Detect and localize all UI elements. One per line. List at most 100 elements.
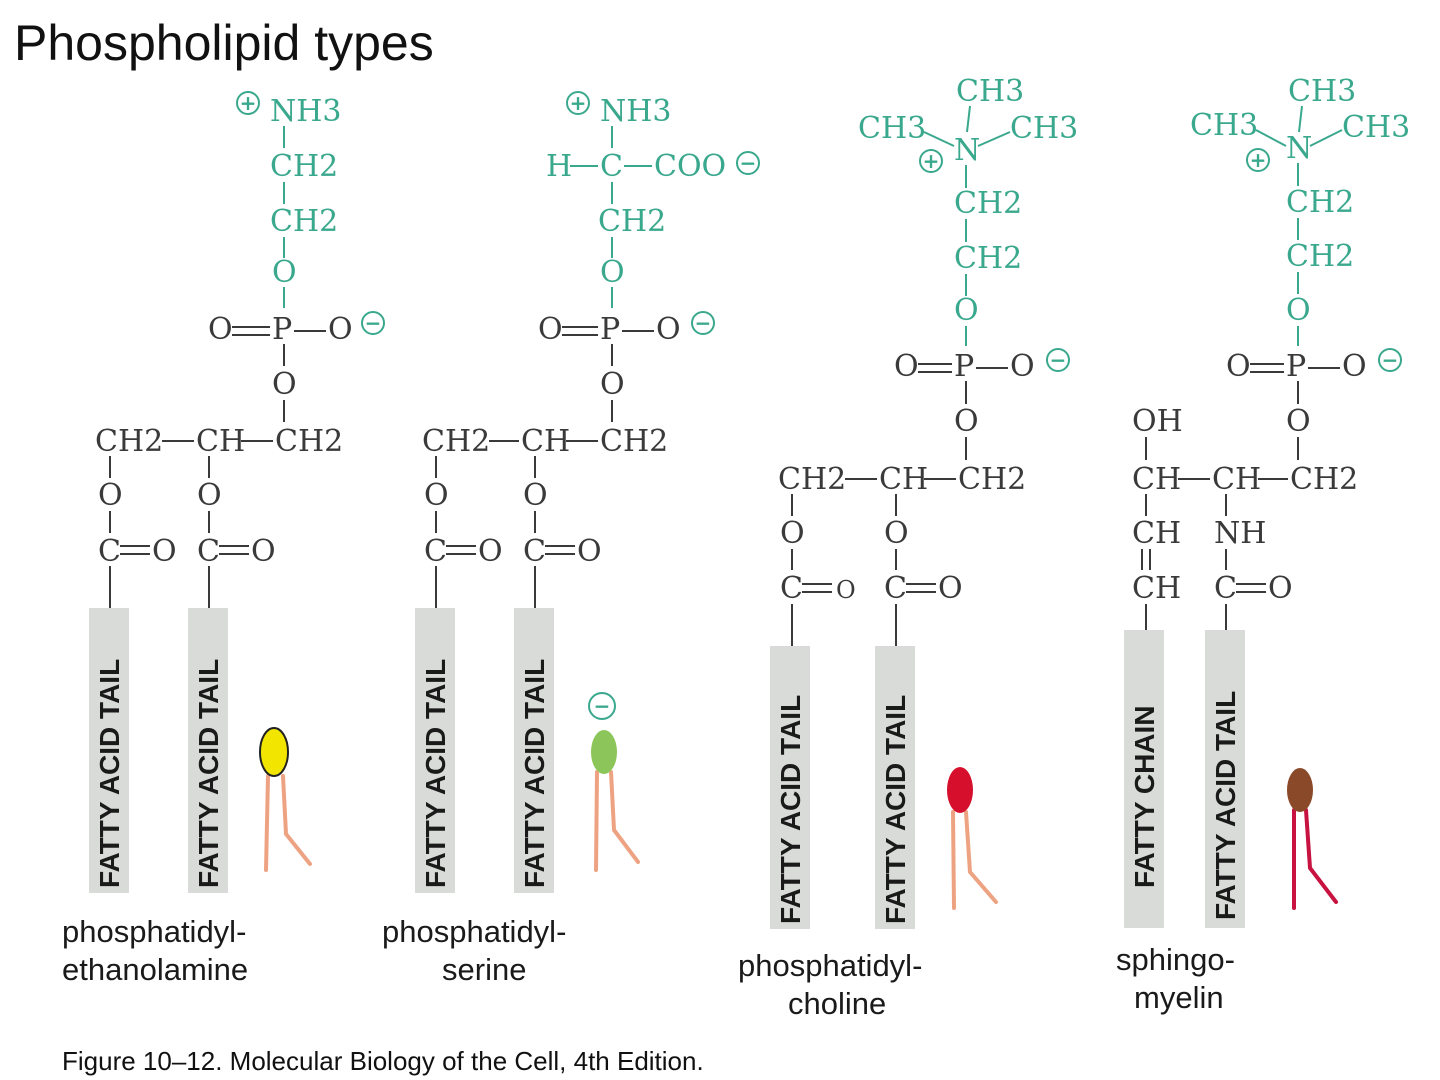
svg-text:O: O: [1286, 293, 1311, 328]
svg-text:CH2: CH2: [598, 204, 666, 239]
pe-tail-label-2: FATTY ACID TAIL: [193, 659, 224, 888]
pe-label-line-2: ethanolamine: [62, 952, 248, 987]
svg-text:O: O: [523, 478, 548, 513]
svg-text:CH: CH: [521, 424, 570, 459]
svg-text:CH2: CH2: [422, 424, 490, 459]
sm-head-group: CH3 CH3 N CH3 + CH2 CH2 O −: [1190, 74, 1410, 372]
svg-text:CH: CH: [1132, 516, 1181, 551]
svg-text:NH: NH: [1214, 516, 1266, 551]
pc-lipid-icon: [947, 767, 998, 910]
pe-tail-box-1: [89, 608, 129, 893]
figure-caption: Figure 10–12. Molecular Biology of the C…: [62, 1046, 704, 1076]
svg-text:CH2: CH2: [778, 462, 846, 497]
svg-text:CH3: CH3: [1342, 110, 1410, 145]
svg-text:P: P: [1286, 349, 1306, 384]
ps-lipid-icon: −: [588, 692, 640, 872]
svg-text:O: O: [780, 516, 805, 551]
diagram-title: Phospholipid types: [14, 15, 434, 71]
sm-chain-box: [1124, 630, 1164, 928]
svg-text:+: +: [1250, 148, 1267, 172]
pc-tail-label-1: FATTY ACID TAIL: [775, 695, 806, 924]
pe-phosphate-charge-icon: [361, 311, 385, 335]
pe-head-group: + NH3 CH2 CH2 O −: [236, 91, 385, 335]
svg-text:P: P: [954, 349, 974, 384]
pc-head-group: CH3 CH3 N CH3 + CH2 CH2 O −: [858, 74, 1078, 372]
svg-text:O: O: [884, 516, 909, 551]
svg-text:O: O: [600, 367, 625, 402]
svg-text:CH2: CH2: [1286, 185, 1354, 220]
sm-label-line-2: myelin: [1134, 980, 1224, 1015]
svg-text:O: O: [836, 576, 856, 604]
pe-o-link: O: [272, 255, 297, 290]
pe-nh3: NH3: [270, 94, 342, 129]
svg-text:O: O: [577, 534, 602, 569]
molecule-phosphatidylcholine: CH3 CH3 N CH3 + CH2 CH2 O − O P O: [738, 74, 1078, 1021]
svg-text:O: O: [98, 478, 123, 513]
svg-text:O: O: [1286, 404, 1311, 439]
svg-text:CH: CH: [879, 462, 928, 497]
svg-text:CH: CH: [1212, 462, 1261, 497]
ps-backbone: O P O O CH2 CH CH2 O O C O C: [422, 312, 681, 608]
pe-ch2-b: CH2: [270, 204, 338, 239]
svg-text:O: O: [600, 255, 625, 290]
pe-positive-charge-sign: +: [240, 91, 257, 115]
svg-text:CH2: CH2: [958, 462, 1026, 497]
sm-backbone: O P O O OH CH CH CH2 CH NH CH C: [1132, 349, 1367, 630]
ps-tail-label-2: FATTY ACID TAIL: [519, 659, 550, 888]
svg-text:−: −: [695, 311, 712, 335]
svg-text:CH: CH: [196, 424, 245, 459]
svg-text:−: −: [1382, 348, 1399, 372]
ps-icon-charge-icon: [588, 692, 616, 720]
pe-positive-charge-icon: [236, 91, 260, 115]
pc-tail-box-2: [875, 646, 915, 929]
ps-positive-charge-icon: [566, 91, 590, 115]
svg-text:O: O: [424, 478, 449, 513]
pc-head-icon: [947, 767, 973, 813]
ps-carboxyl-charge-icon: [736, 151, 760, 175]
pe-tail-box-2: [188, 608, 228, 893]
molecule-phosphatidylserine: + NH3 H C COO − CH2 O − O P O O: [382, 91, 760, 987]
pc-nitrogen: N: [954, 133, 980, 168]
svg-text:C: C: [424, 534, 447, 569]
ps-tail-box-2: [514, 608, 554, 893]
svg-text:O: O: [656, 312, 681, 347]
svg-text:CH2: CH2: [954, 186, 1022, 221]
pc-tail-label-2: FATTY ACID TAIL: [880, 695, 911, 924]
svg-text:CH2: CH2: [600, 424, 668, 459]
ps-carboxylate: COO: [654, 149, 726, 184]
svg-text:CH3: CH3: [1288, 74, 1356, 109]
svg-text:+: +: [923, 149, 940, 173]
svg-text:−: −: [365, 311, 382, 335]
ps-tail-label-1: FATTY ACID TAIL: [420, 659, 451, 888]
sm-chain-label: FATTY CHAIN: [1129, 705, 1160, 888]
svg-text:O: O: [1010, 349, 1035, 384]
sm-tail-box: [1205, 630, 1245, 928]
svg-text:C: C: [780, 571, 803, 606]
sm-nitrogen: N: [1286, 131, 1312, 166]
ps-nh3: NH3: [600, 94, 672, 129]
pe-lipid-icon: [259, 727, 312, 872]
svg-text:−: −: [740, 151, 757, 175]
pc-label-line-1: phosphatidyl-: [738, 948, 922, 983]
pc-label-line-2: choline: [788, 986, 886, 1021]
svg-text:O: O: [954, 404, 979, 439]
molecule-phosphatidylethanolamine: + NH3 CH2 CH2 O − O P O O CH2 CH: [62, 91, 385, 987]
svg-text:CH: CH: [1132, 462, 1181, 497]
pc-positive-charge-icon: [919, 149, 943, 173]
svg-text:C: C: [600, 149, 623, 184]
svg-text:O: O: [152, 534, 177, 569]
svg-text:O: O: [208, 312, 233, 347]
svg-text:O: O: [328, 312, 353, 347]
svg-text:O: O: [894, 349, 919, 384]
pe-tail-label-1: FATTY ACID TAIL: [94, 659, 125, 888]
sm-positive-charge-icon: [1246, 148, 1270, 172]
svg-text:CH2: CH2: [95, 424, 163, 459]
svg-text:H: H: [546, 149, 572, 184]
svg-text:+: +: [570, 91, 587, 115]
sm-label-line-1: sphingo-: [1116, 942, 1235, 977]
ps-head-icon: [591, 730, 617, 774]
svg-text:C: C: [1214, 571, 1237, 606]
pe-label-line-1: phosphatidyl-: [62, 914, 246, 949]
svg-text:O: O: [272, 367, 297, 402]
